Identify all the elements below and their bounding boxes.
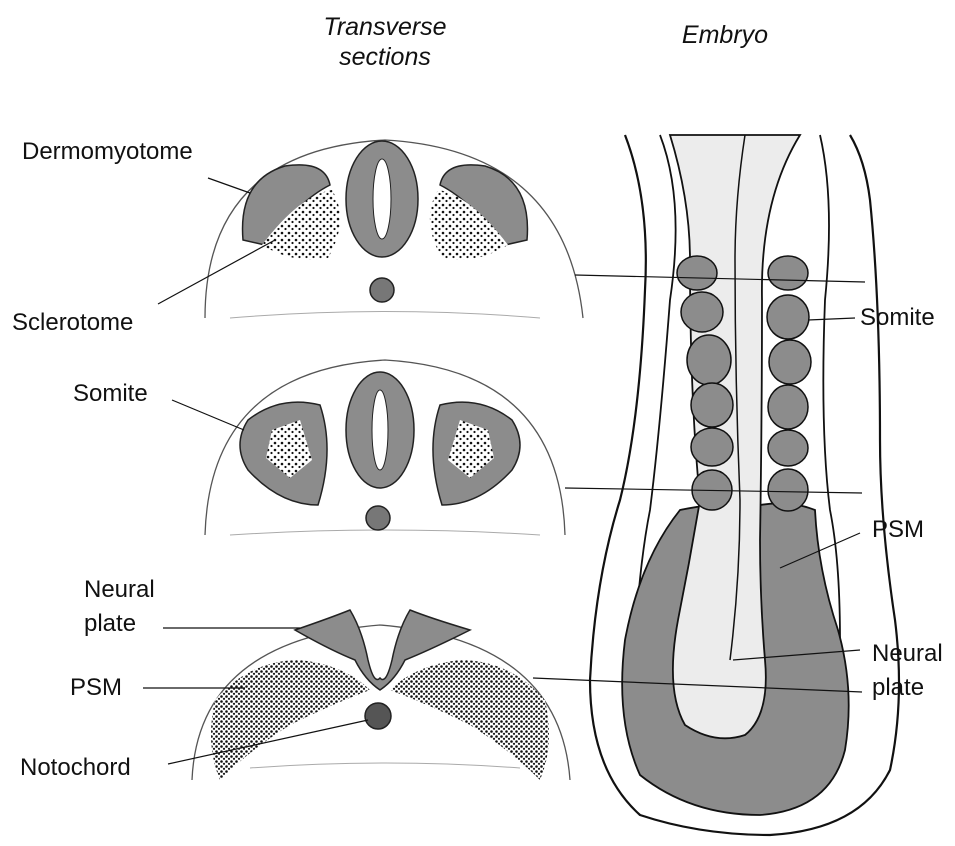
somite-left-3 <box>687 335 731 385</box>
notochord-1 <box>370 278 394 302</box>
somite-right-1 <box>768 256 808 290</box>
somite-right-2 <box>767 295 809 339</box>
somite-right-6 <box>768 469 808 511</box>
label-neural-plate-section-line1: Neural <box>84 576 155 604</box>
label-neural-plate-section: Neural plate <box>84 576 155 638</box>
section-dermomyotome-sclerotome <box>205 140 583 318</box>
somite-right-5 <box>768 430 808 466</box>
section-3-base <box>250 763 520 768</box>
leader-somite-section <box>172 400 244 430</box>
notochord-2 <box>366 506 390 530</box>
somite-left-2 <box>681 292 723 332</box>
neural-canal-1 <box>373 159 391 239</box>
label-psm-section: PSM <box>70 674 122 702</box>
label-neural-plate-embryo: Neural plate <box>872 640 943 702</box>
leader-dermomyotome <box>208 178 250 193</box>
section-somite <box>205 360 565 535</box>
somite-right-3 <box>769 340 811 384</box>
label-neural-plate-section-line2: plate <box>84 610 155 638</box>
notochord-3 <box>365 703 391 729</box>
label-psm-embryo: PSM <box>872 516 924 544</box>
label-neural-plate-embryo-line2: plate <box>872 674 943 702</box>
heading-embryo: Embryo <box>665 20 785 50</box>
label-dermomyotome: Dermomyotome <box>22 138 193 166</box>
somite-left-4 <box>691 383 733 427</box>
neural-canal-2 <box>372 390 388 470</box>
embryo <box>590 135 899 835</box>
label-somite-section: Somite <box>73 380 148 408</box>
heading-transverse-sections: Transverse sections <box>300 12 470 72</box>
heading-transverse-line1: Transverse <box>300 12 470 42</box>
heading-transverse-line2: sections <box>300 42 470 72</box>
label-somite-embryo: Somite <box>860 304 935 332</box>
somite-left-1 <box>677 256 717 290</box>
leader-somite-embryo <box>808 318 855 320</box>
somite-right-4 <box>768 385 808 429</box>
section-1-base <box>230 312 540 319</box>
label-notochord: Notochord <box>20 754 131 782</box>
label-neural-plate-embryo-line1: Neural <box>872 640 943 668</box>
label-sclerotome: Sclerotome <box>12 309 133 337</box>
embryo-inner-outline-right <box>820 135 840 640</box>
somite-left-5 <box>691 428 733 466</box>
section-2-base <box>230 530 540 535</box>
leader-sclerotome <box>158 240 275 304</box>
section-neural-plate <box>192 610 570 780</box>
